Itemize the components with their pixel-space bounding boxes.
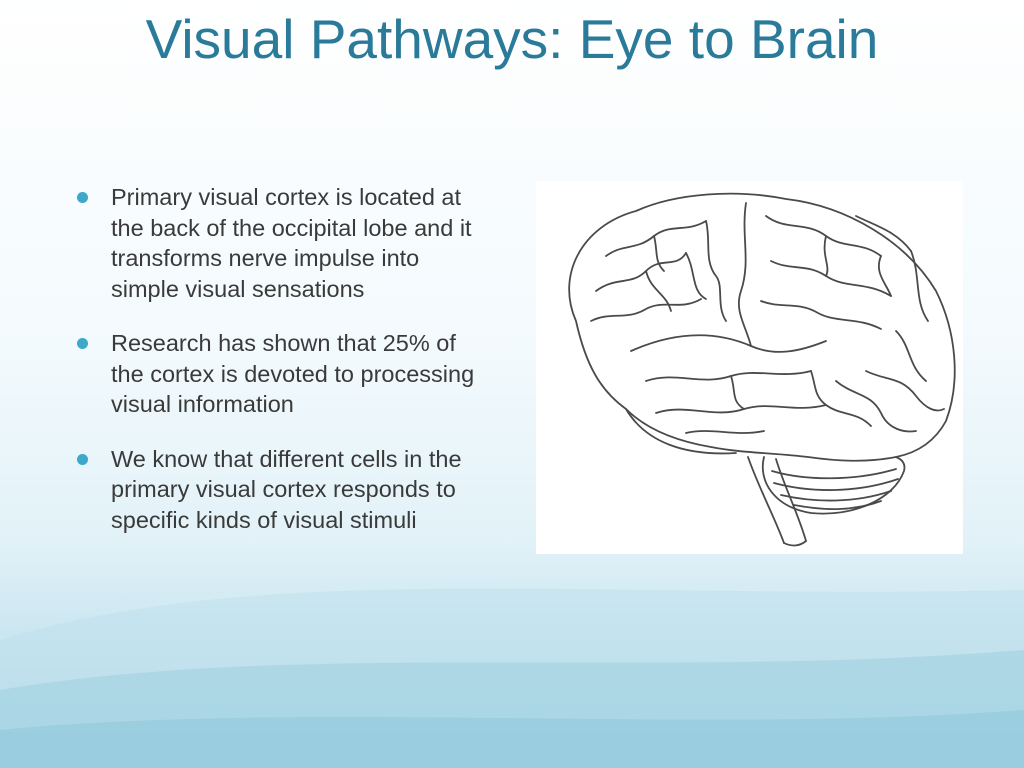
bullet-dot-icon: [77, 192, 88, 203]
bullet-item: Research has shown that 25% of the corte…: [76, 328, 486, 420]
slide-title: Visual Pathways: Eye to Brain: [145, 8, 879, 70]
brain-illustration-icon: [568, 192, 956, 547]
bullet-item: We know that different cells in the prim…: [76, 444, 486, 536]
bullet-text: Research has shown that 25% of the corte…: [111, 330, 475, 417]
bullet-text: We know that different cells in the prim…: [111, 445, 462, 533]
bullet-dot-icon: [77, 338, 88, 349]
bullet-dot-icon: [77, 453, 88, 465]
bullet-text: Primary visual cortex is located at the …: [111, 184, 472, 302]
bullet-item: Primary visual cortex is located at the …: [76, 182, 486, 304]
bullet-list: Primary visual cortex is located at the …: [76, 182, 486, 559]
brain-image: [536, 181, 963, 554]
